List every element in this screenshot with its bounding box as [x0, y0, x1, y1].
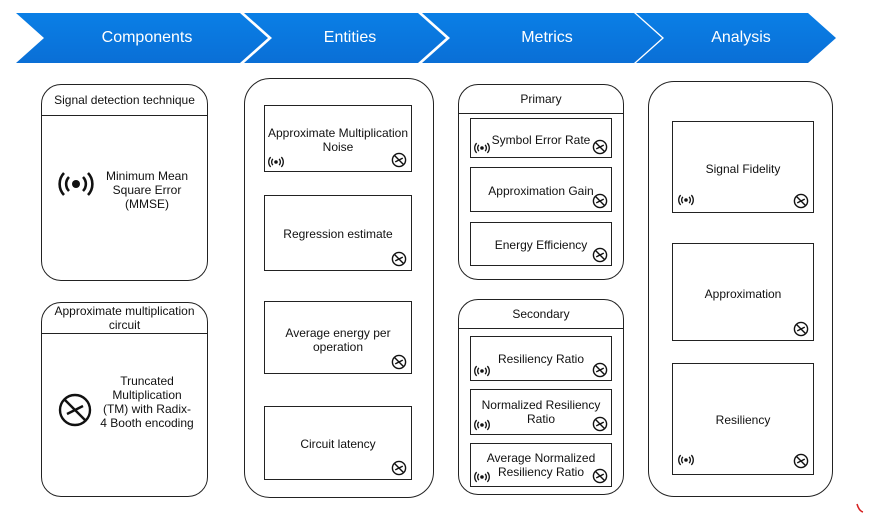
metric-item: Normalized Resiliency Ratio — [470, 389, 612, 435]
header-metrics-label: Metrics — [521, 29, 573, 46]
entity-item: Approximate Multiplication Noise — [264, 105, 412, 172]
metric-label: Approximation Gain — [488, 184, 594, 198]
metric-item: Energy Efficiency — [470, 222, 612, 266]
metric-label: Normalized Resiliency Ratio — [481, 398, 601, 426]
crossed-multiplier-icon — [592, 416, 608, 432]
crossed-multiplier-icon — [391, 152, 407, 168]
divider — [42, 115, 207, 116]
metric-item: Symbol Error Rate — [470, 118, 612, 158]
broadcast-icon — [474, 471, 490, 483]
analysis-item: Resiliency — [672, 363, 814, 475]
metric-item: Approximation Gain — [470, 167, 612, 212]
crossed-multiplier-icon — [592, 247, 608, 263]
entity-label: Average energy per operation — [285, 326, 391, 354]
approximate-multiplication-card: Approximate multiplication circuit Trunc… — [41, 302, 208, 497]
metric-item: Average Normalized Resiliency Ratio — [470, 443, 612, 487]
broadcast-icon — [474, 142, 490, 154]
analysis-item: Signal Fidelity — [672, 121, 814, 213]
entity-label: Regression estimate — [283, 227, 393, 241]
broadcast-icon — [474, 365, 490, 377]
signal-detection-card: Signal detection technique Minimum Mean … — [41, 84, 208, 281]
approximate-multiplication-title: Approximate multiplication circuit — [54, 304, 195, 332]
metric-label: Energy Efficiency — [494, 238, 588, 252]
crossed-multiplier-icon — [592, 362, 608, 378]
broadcast-icon — [474, 419, 490, 431]
crossed-multiplier-icon — [592, 468, 608, 484]
secondary-metrics-title: Secondary — [512, 307, 570, 321]
entity-item: Average energy per operation — [264, 301, 412, 374]
header-analysis: Analysis — [636, 13, 836, 63]
analysis-label: Approximation — [704, 287, 782, 301]
metric-label: Resiliency Ratio — [497, 352, 585, 366]
analysis-label: Resiliency — [715, 413, 771, 427]
crossed-multiplier-icon — [592, 139, 608, 155]
crossed-multiplier-icon — [793, 321, 809, 337]
crossed-multiplier-icon — [793, 453, 809, 469]
header-metrics: Metrics — [422, 13, 662, 63]
primary-metrics-title: Primary — [520, 92, 562, 106]
header-components-label: Components — [101, 29, 193, 46]
analysis-label: Signal Fidelity — [705, 162, 781, 176]
metric-label: Average Normalized Resiliency Ratio — [486, 451, 596, 479]
broadcast-icon — [58, 171, 94, 197]
header-entities: Entities — [244, 13, 446, 63]
crossed-multiplier-icon — [592, 193, 608, 209]
divider — [42, 333, 207, 334]
header-entities-label: Entities — [323, 29, 377, 46]
red-tick-mark — [856, 500, 864, 513]
signal-detection-title: Signal detection technique — [54, 93, 195, 107]
analysis-item: Approximation — [672, 243, 814, 341]
metric-item: Resiliency Ratio — [470, 336, 612, 381]
entity-label: Approximate Multiplication Noise — [267, 126, 409, 154]
broadcast-icon — [678, 194, 694, 206]
entity-label: Circuit latency — [300, 437, 376, 451]
header-components: Components — [16, 13, 268, 63]
divider — [459, 328, 623, 329]
crossed-multiplier-icon — [793, 193, 809, 209]
divider — [459, 113, 623, 114]
crossed-multiplier-icon — [58, 393, 92, 427]
broadcast-icon — [678, 454, 694, 466]
crossed-multiplier-icon — [391, 354, 407, 370]
crossed-multiplier-icon — [391, 251, 407, 267]
approximate-multiplication-body: Truncated Multiplication (TM) with Radix… — [100, 374, 194, 430]
crossed-multiplier-icon — [391, 460, 407, 476]
entity-item: Circuit latency — [264, 406, 412, 480]
signal-detection-body: Minimum Mean Square Error (MMSE) — [105, 169, 189, 211]
broadcast-icon — [268, 156, 284, 168]
entity-item: Regression estimate — [264, 195, 412, 271]
metric-label: Symbol Error Rate — [491, 133, 591, 147]
header-analysis-label: Analysis — [711, 29, 771, 46]
